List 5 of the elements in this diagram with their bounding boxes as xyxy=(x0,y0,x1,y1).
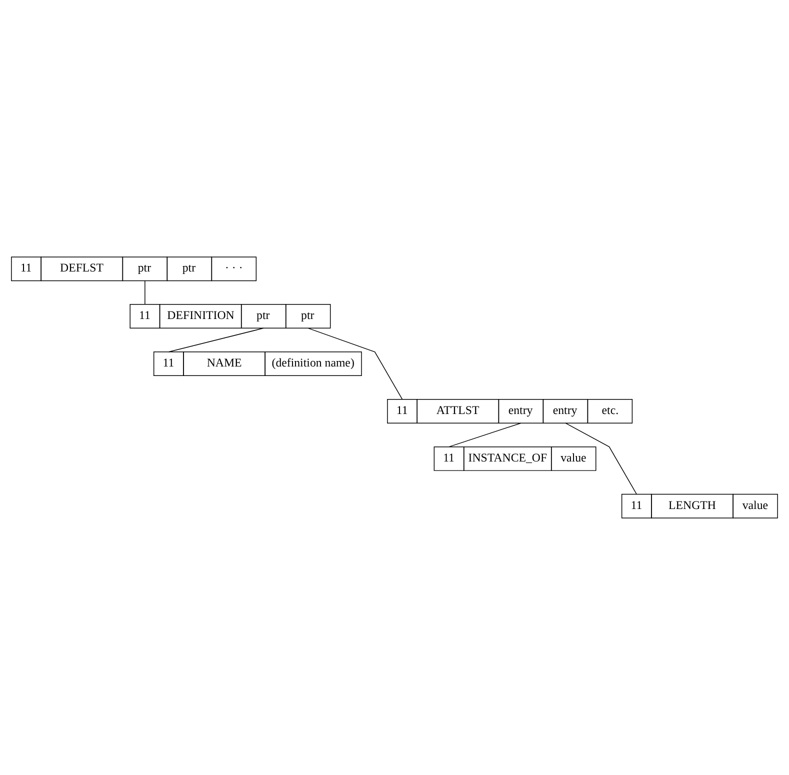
connector xyxy=(144,280,146,305)
connector xyxy=(565,422,638,495)
connector xyxy=(448,422,522,448)
connector xyxy=(308,328,403,400)
connector xyxy=(168,328,264,352)
